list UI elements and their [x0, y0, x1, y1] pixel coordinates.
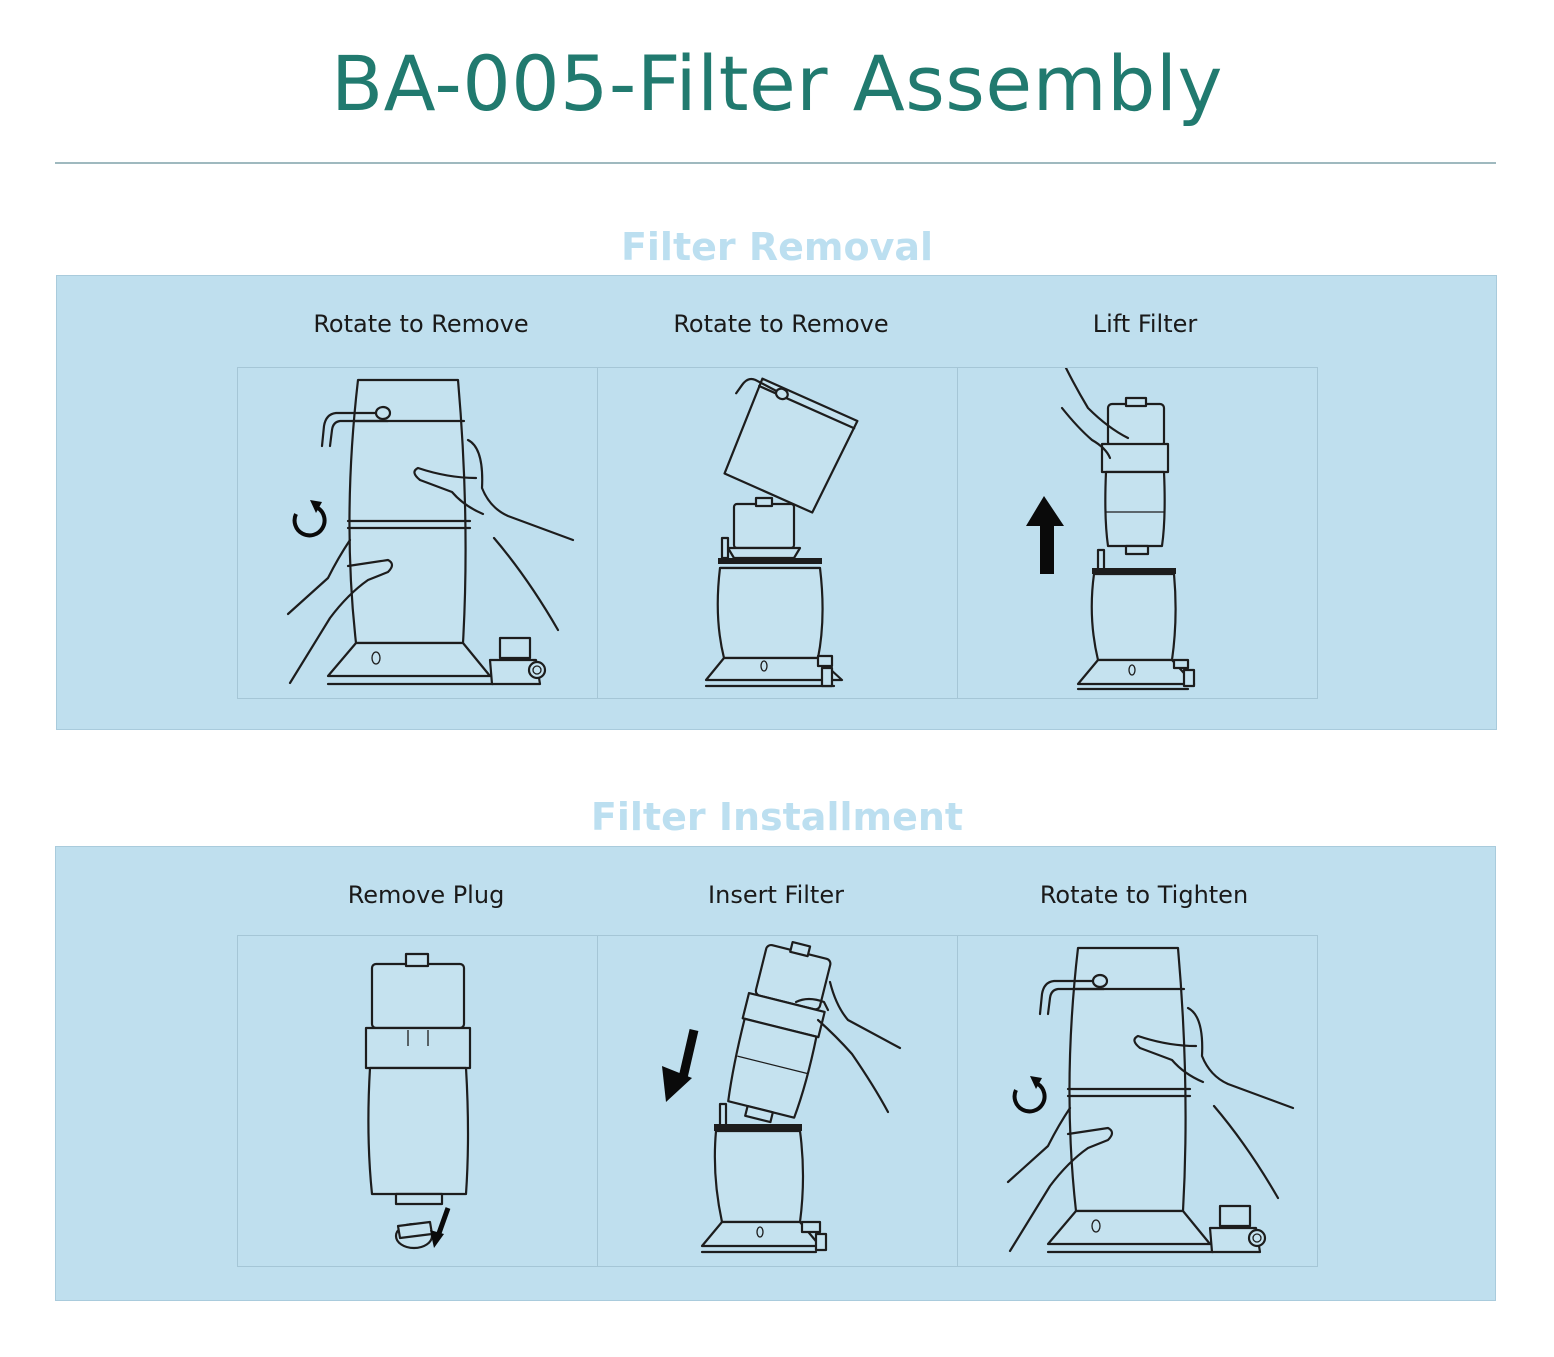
filter-unit-drawing: [662, 940, 902, 1254]
section-heading-filter-installment: Filter Installment: [590, 795, 964, 839]
up-arrow-icon: [1026, 496, 1064, 574]
step-label: Insert Filter: [708, 881, 844, 909]
filter-unit-drawing: [286, 378, 575, 686]
filter-unit-drawing: [704, 377, 859, 688]
step-illustration-rotate-to-tighten: [957, 935, 1318, 1267]
step-label: Remove Plug: [347, 881, 505, 909]
step-label: Lift Filter: [1092, 310, 1198, 338]
filter-removal-panel: Rotate to Remove Rotate to Remove Lift F…: [56, 275, 1497, 730]
step-label: Rotate to Remove: [673, 310, 889, 338]
filter-unit-drawing: [1006, 946, 1295, 1254]
step-label: Rotate to Remove: [313, 310, 529, 338]
step-label: Rotate to Tighten: [1039, 881, 1249, 909]
lid-removed-icon: [723, 377, 859, 514]
step-illustration-lid-removed: [597, 367, 958, 699]
rotate-counterclockwise-icon: [1012, 1076, 1047, 1114]
filter-cartridge-drawing: [364, 952, 472, 1250]
down-left-arrow-icon: [662, 1028, 699, 1102]
step-illustration-remove-plug: [237, 935, 598, 1267]
page-title: BA-005-Filter Assembly: [330, 39, 1224, 128]
filter-installment-panel: Remove Plug Insert Filter Rotate to Tigh…: [55, 846, 1496, 1301]
filter-unit-drawing: [1026, 368, 1196, 691]
section-heading-filter-removal: Filter Removal: [620, 225, 934, 269]
down-arrow-icon: [430, 1207, 451, 1248]
step-illustration-rotate-to-remove: [237, 367, 598, 699]
step-illustration-insert-filter: [597, 935, 958, 1267]
step-illustration-lift-filter: [957, 367, 1318, 699]
rotate-counterclockwise-icon: [292, 500, 327, 538]
title-divider: [55, 162, 1496, 164]
